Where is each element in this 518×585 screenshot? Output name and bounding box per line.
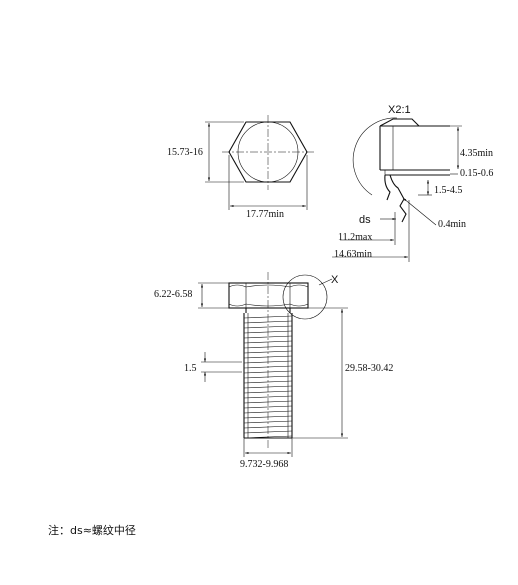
thread-line xyxy=(243,375,293,379)
head-height: 6.22-6.58 xyxy=(154,289,192,300)
thread-line xyxy=(243,340,293,344)
thread-line xyxy=(243,350,293,354)
detail-scale: X2:1 xyxy=(388,104,411,116)
thread-line xyxy=(243,370,293,374)
ds-label: ds xyxy=(359,214,371,226)
thread-line xyxy=(243,415,293,419)
dim-14-63min: 14.63min xyxy=(334,249,372,260)
thread-line xyxy=(243,345,293,349)
thread-line xyxy=(243,430,293,434)
thread-line xyxy=(243,390,293,394)
thread-lines xyxy=(243,315,293,439)
width-across-flats: 15.73-16 xyxy=(167,147,203,158)
major-diameter: 9.732-9.968 xyxy=(240,459,288,470)
thread-line xyxy=(243,410,293,414)
detail-boundary-arc xyxy=(352,117,398,196)
thread-line xyxy=(243,385,293,389)
thread-line xyxy=(243,395,293,399)
bolt-length: 29.58-30.42 xyxy=(345,363,393,374)
thread-line xyxy=(243,405,293,409)
dim-11-2max: 11.2max xyxy=(338,232,372,243)
thread-line xyxy=(243,325,293,329)
thread-line xyxy=(243,435,293,439)
thread-line xyxy=(243,355,293,359)
dim-4-35min: 4.35min xyxy=(460,148,493,159)
detail-label-x: X xyxy=(331,274,339,286)
bolt-head xyxy=(228,282,309,309)
thread-line xyxy=(243,365,293,369)
side-view: X 6.22-6.58 1.5 29.58-30.42 9.732-9.968 xyxy=(154,272,393,470)
thread-line xyxy=(243,330,293,334)
thread-line xyxy=(243,315,293,319)
thread-line xyxy=(243,320,293,324)
detail-view: X2:1 4.35min 0.15-0.6 1.5-4.5 ds 0.4min xyxy=(332,104,493,262)
top-view: 15.73-16 17.77min xyxy=(167,115,314,220)
thread-line xyxy=(243,425,293,429)
width-across-corners: 17.77min xyxy=(246,209,284,220)
footnote: 注：ds≈螺纹中径 xyxy=(48,524,136,537)
radius-0-4min: 0.4min xyxy=(438,219,466,230)
dim-1-5-4-5: 1.5-4.5 xyxy=(434,185,462,196)
dim-0-15: 0.15-0.6 xyxy=(460,168,493,179)
thread-line xyxy=(243,380,293,384)
thread-line xyxy=(243,335,293,339)
thread-line xyxy=(243,420,293,424)
thread-line xyxy=(243,360,293,364)
thread-line xyxy=(243,400,293,404)
thread-pitch: 1.5 xyxy=(184,363,197,374)
detail-circle-x xyxy=(282,274,328,320)
